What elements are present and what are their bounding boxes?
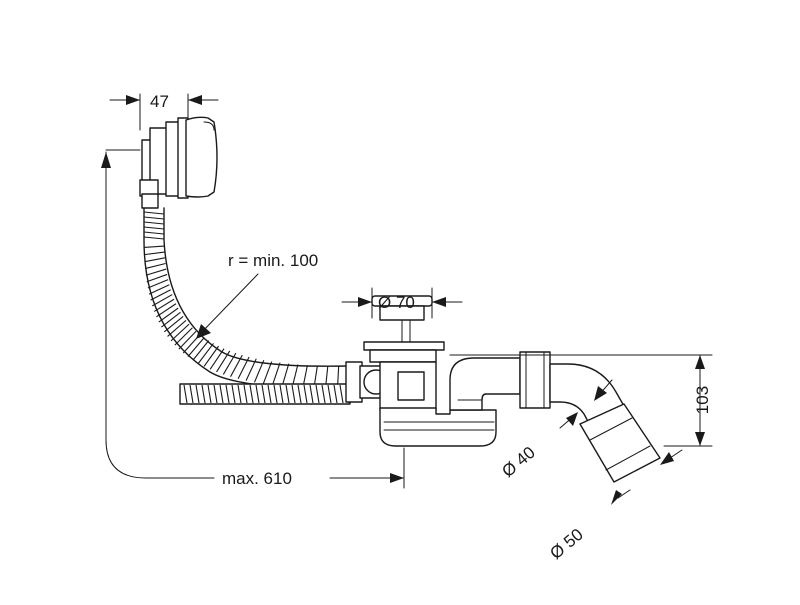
hose-rib bbox=[291, 364, 299, 388]
hose-rib bbox=[309, 384, 314, 404]
hose-rib bbox=[207, 384, 212, 404]
hose-rib bbox=[143, 211, 165, 215]
hose-rib bbox=[189, 384, 194, 404]
hose-rib bbox=[152, 294, 173, 307]
dim-103-label: 103 bbox=[693, 386, 712, 414]
hose-rib bbox=[148, 284, 170, 295]
hose-rib bbox=[339, 384, 344, 404]
hose-rib bbox=[213, 384, 218, 404]
dim-max-label: max. 610 bbox=[222, 469, 292, 488]
dimension-height: 103 bbox=[449, 354, 713, 447]
hose-rib bbox=[281, 363, 290, 387]
waste-trap bbox=[345, 295, 661, 483]
dimension-overflow-width: 47 bbox=[109, 92, 219, 131]
dimension-max-length: max. 610 bbox=[101, 149, 405, 489]
hose-rib bbox=[156, 303, 177, 318]
hose-rib bbox=[143, 216, 165, 220]
hose-rib bbox=[272, 362, 281, 386]
dim-70-label: Ø 70 bbox=[378, 293, 415, 312]
hose-rib bbox=[164, 316, 184, 333]
hose-rib bbox=[144, 245, 165, 248]
overflow-head bbox=[139, 116, 218, 209]
dimension-outlet-diameter: Ø 70 bbox=[341, 287, 463, 319]
hose-rib bbox=[237, 356, 250, 380]
hose-rib bbox=[219, 384, 224, 404]
hose-rib bbox=[170, 323, 190, 342]
hose-rib bbox=[167, 319, 187, 337]
dim-40-label: Ø 40 bbox=[498, 443, 538, 481]
trap-riser bbox=[449, 357, 521, 411]
hose-rib bbox=[327, 384, 332, 404]
dim-50-label: Ø 50 bbox=[546, 525, 586, 563]
corrugated-hose bbox=[143, 207, 351, 405]
hose-rib bbox=[279, 384, 284, 404]
hose-rib bbox=[178, 330, 197, 350]
hose-rib bbox=[253, 359, 265, 383]
hose-rib bbox=[143, 231, 165, 235]
hose-rib bbox=[315, 384, 320, 404]
hose-rib bbox=[153, 298, 175, 312]
hose-rib bbox=[150, 289, 171, 301]
hose-rib bbox=[161, 311, 181, 328]
hose-rib bbox=[201, 384, 206, 404]
hose-rib bbox=[261, 384, 266, 404]
hose-rib bbox=[174, 327, 193, 346]
hose-rib bbox=[297, 384, 302, 404]
hose-rib bbox=[237, 384, 242, 404]
dim-47-label: 47 bbox=[150, 92, 169, 111]
overflow-cap bbox=[185, 116, 218, 198]
hose-rib bbox=[145, 262, 166, 270]
hose-rib bbox=[267, 384, 272, 404]
hose-rib bbox=[231, 384, 236, 404]
hose-rib bbox=[273, 384, 278, 404]
hose-rib bbox=[192, 340, 210, 361]
hose-rib bbox=[147, 279, 169, 289]
hose-rib bbox=[144, 257, 166, 263]
hose-rib bbox=[249, 384, 254, 404]
hose-rib bbox=[203, 345, 220, 367]
hose-rib bbox=[158, 307, 179, 323]
hose-rib bbox=[143, 226, 165, 230]
hose-rib bbox=[285, 384, 290, 404]
hose-rib bbox=[262, 361, 273, 384]
hose-rib bbox=[143, 236, 165, 240]
hose-rib bbox=[255, 384, 260, 404]
hose-rib bbox=[243, 384, 248, 404]
hose-rib bbox=[209, 348, 225, 370]
outlet-pipe bbox=[579, 403, 661, 483]
hose-rib bbox=[222, 352, 237, 375]
hose-rib bbox=[145, 268, 167, 276]
dim-radius-label: r = min. 100 bbox=[228, 251, 318, 270]
hose-rib bbox=[225, 384, 230, 404]
dimension-hose-radius: r = min. 100 bbox=[196, 251, 318, 339]
hose-rib bbox=[216, 350, 231, 373]
hose-rib bbox=[321, 384, 326, 404]
outlet-nut bbox=[519, 351, 551, 409]
hose-rib bbox=[303, 384, 308, 404]
hose-rib bbox=[230, 354, 243, 377]
hose-rib bbox=[197, 343, 214, 364]
hose-rib bbox=[187, 337, 205, 358]
drain-flange bbox=[363, 341, 445, 351]
hose-rib bbox=[195, 384, 200, 404]
hose-rib bbox=[291, 384, 296, 404]
hose-rib bbox=[183, 384, 188, 404]
hose-rib bbox=[144, 251, 165, 256]
hose-rib bbox=[143, 221, 165, 225]
hose-rib bbox=[146, 273, 168, 283]
hose-rib bbox=[333, 384, 338, 404]
hose-rib bbox=[245, 358, 257, 381]
trap-bowl bbox=[379, 407, 497, 447]
